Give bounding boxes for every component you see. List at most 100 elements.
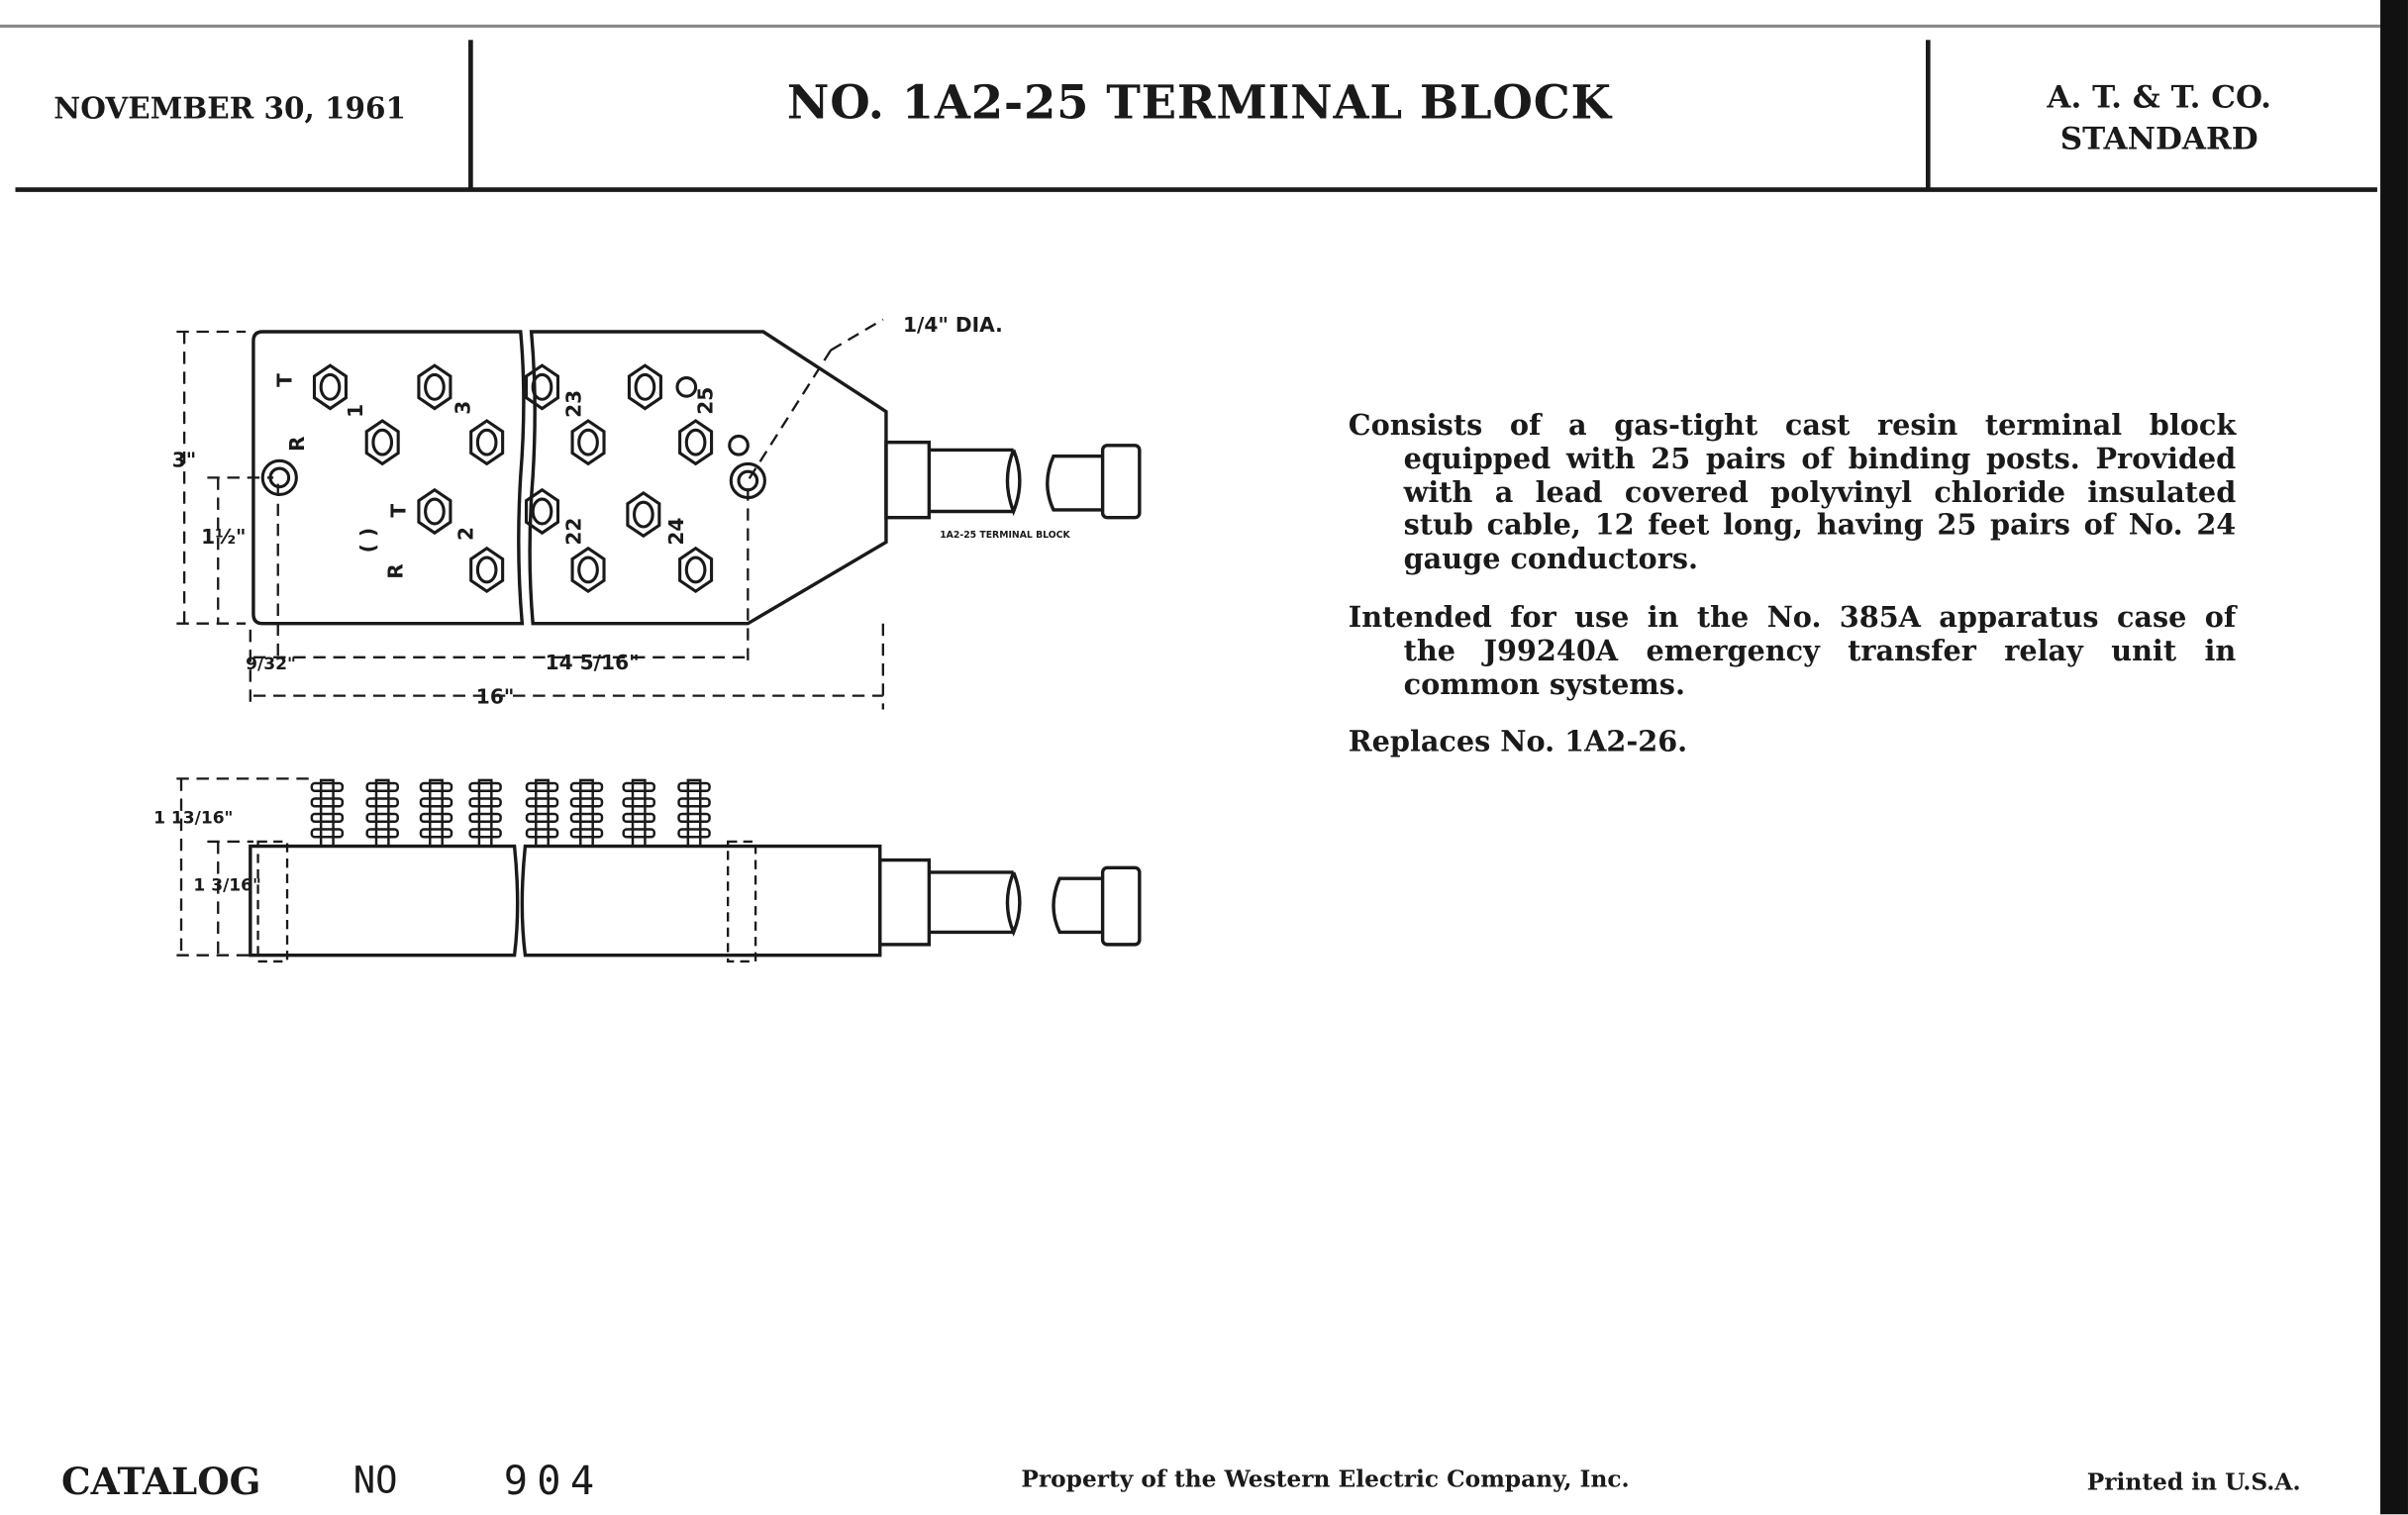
hex-nut-icon	[524, 363, 560, 411]
post-hole-icon	[475, 556, 498, 584]
page-title: NO. 1A2-25 TERMINAL BLOCK	[786, 76, 1612, 131]
post-washer-icon	[569, 812, 604, 824]
post-washer-icon	[525, 781, 559, 793]
post-label: 23	[561, 390, 585, 418]
text-line: common systems.	[1403, 668, 1685, 702]
marker-circle-icon	[675, 375, 698, 398]
dim-height: 3"	[172, 449, 197, 472]
post-stem-icon	[686, 778, 702, 848]
post-label: R	[383, 563, 407, 579]
text-line: gauge conductors.	[1403, 544, 1698, 576]
post-label: 22	[561, 518, 585, 546]
dim-mount-height: 1½"	[201, 525, 246, 549]
post-washer-icon	[419, 812, 453, 824]
post-label: 3	[452, 401, 475, 415]
post-washer-icon	[677, 828, 711, 839]
dim-hole: 1/4" DIA.	[903, 313, 1003, 337]
post-label: 1	[344, 404, 367, 418]
standard-line2: STANDARD	[2059, 119, 2258, 157]
hex-nut-icon	[570, 546, 606, 594]
hex-nut-icon	[469, 546, 505, 594]
post-stem-icon	[374, 778, 390, 848]
post-washer-icon	[365, 812, 399, 824]
dim-side-body: 1 3/16"	[193, 876, 261, 896]
post-label: 24	[664, 518, 688, 546]
text-line: equipped with 25 pairs of binding posts.…	[1403, 443, 2237, 476]
printed-in: Printed in U.S.A.	[2086, 1467, 2301, 1496]
hex-nut-icon	[417, 363, 452, 411]
hex-nut-icon	[364, 419, 400, 466]
description-paragraph-1: Consists of a gas-tight cast resin termi…	[1349, 410, 2236, 577]
post-washer-icon	[365, 797, 399, 808]
cable-cap	[1100, 444, 1142, 520]
post-stem-icon	[429, 778, 444, 848]
post-hole-icon	[531, 372, 553, 401]
side-posts	[310, 778, 711, 848]
post-washer-icon	[419, 797, 453, 808]
post-washer-icon	[525, 812, 559, 824]
header-divider-right	[1925, 40, 1931, 189]
cable-end	[1046, 454, 1103, 512]
post-washer-icon	[569, 828, 604, 839]
post-hole-icon	[424, 372, 446, 401]
hex-nut-icon	[627, 363, 662, 411]
post-washer-icon	[310, 781, 345, 793]
issue-date: NOVEMBER 30, 1961	[53, 92, 406, 127]
post-washer-icon	[468, 797, 502, 808]
post-washer-icon	[310, 812, 345, 824]
catalog-label: CATALOG	[61, 1459, 261, 1504]
post-washer-icon	[677, 781, 711, 793]
dim-length: 16"	[476, 684, 515, 708]
post-washer-icon	[419, 828, 453, 839]
side-view	[249, 840, 1142, 963]
post-washer-icon	[622, 781, 655, 793]
post-hole-icon	[319, 372, 342, 401]
catalog-number: 904	[503, 1459, 604, 1505]
dim-side-total: 1 13/16"	[153, 808, 233, 828]
description-paragraph-3: Replaces No. 1A2-26.	[1349, 727, 2236, 760]
post-washer-icon	[468, 781, 502, 793]
post-label: 2	[454, 527, 478, 541]
standard-line1: A. T. & T. CO.	[2047, 78, 2271, 116]
hex-nut-icon	[678, 419, 714, 466]
mounting-hole-icon	[260, 458, 298, 496]
post-washer-icon	[468, 812, 502, 824]
post-washer-icon	[310, 828, 345, 839]
post-stem-icon	[319, 778, 335, 848]
cable-collar	[884, 440, 932, 520]
text-line: Consists of a gas-tight cast resin termi…	[1348, 410, 2237, 443]
text-line: with a lead covered polyvinyl chloride i…	[1403, 476, 2237, 510]
post-label: T	[273, 373, 297, 387]
cable-label: 1A2-25 TERMINAL BLOCK	[940, 530, 1070, 541]
property-notice: Property of the Western Electric Company…	[1021, 1464, 1630, 1493]
dim-offset: 9/32"	[246, 655, 296, 674]
post-hole-icon	[475, 428, 498, 456]
post-washer-icon	[622, 828, 655, 839]
block-left-section	[251, 330, 526, 626]
top-border	[0, 24, 2384, 28]
post-hole-icon	[633, 500, 654, 529]
standard-label: A. T. & T. CO. STANDARD	[1929, 77, 2389, 160]
post-washer-icon	[468, 828, 502, 839]
cable-stub	[929, 448, 1022, 517]
post-stem-icon	[631, 778, 647, 848]
post-washer-icon	[677, 812, 711, 824]
dimension-lines	[176, 318, 884, 957]
post-hole-icon	[424, 497, 446, 526]
post-label: T	[386, 504, 410, 518]
post-washer-icon	[419, 781, 453, 793]
hex-nut-icon	[524, 487, 560, 536]
post-label: ( )	[355, 528, 379, 553]
post-stem-icon	[579, 778, 594, 848]
mounting-hole-icon	[737, 469, 759, 492]
catalog-no: NO	[352, 1459, 398, 1502]
post-washer-icon	[569, 797, 604, 808]
post-washer-icon	[677, 797, 711, 808]
text-line: stub cable, 12 feet long, having 25 pair…	[1403, 510, 2237, 544]
header-divider-left	[468, 40, 473, 189]
post-hole-icon	[634, 372, 656, 401]
hex-nut-icon	[570, 419, 606, 466]
text-line: the J99240A emergency transfer relay uni…	[1403, 635, 2237, 668]
